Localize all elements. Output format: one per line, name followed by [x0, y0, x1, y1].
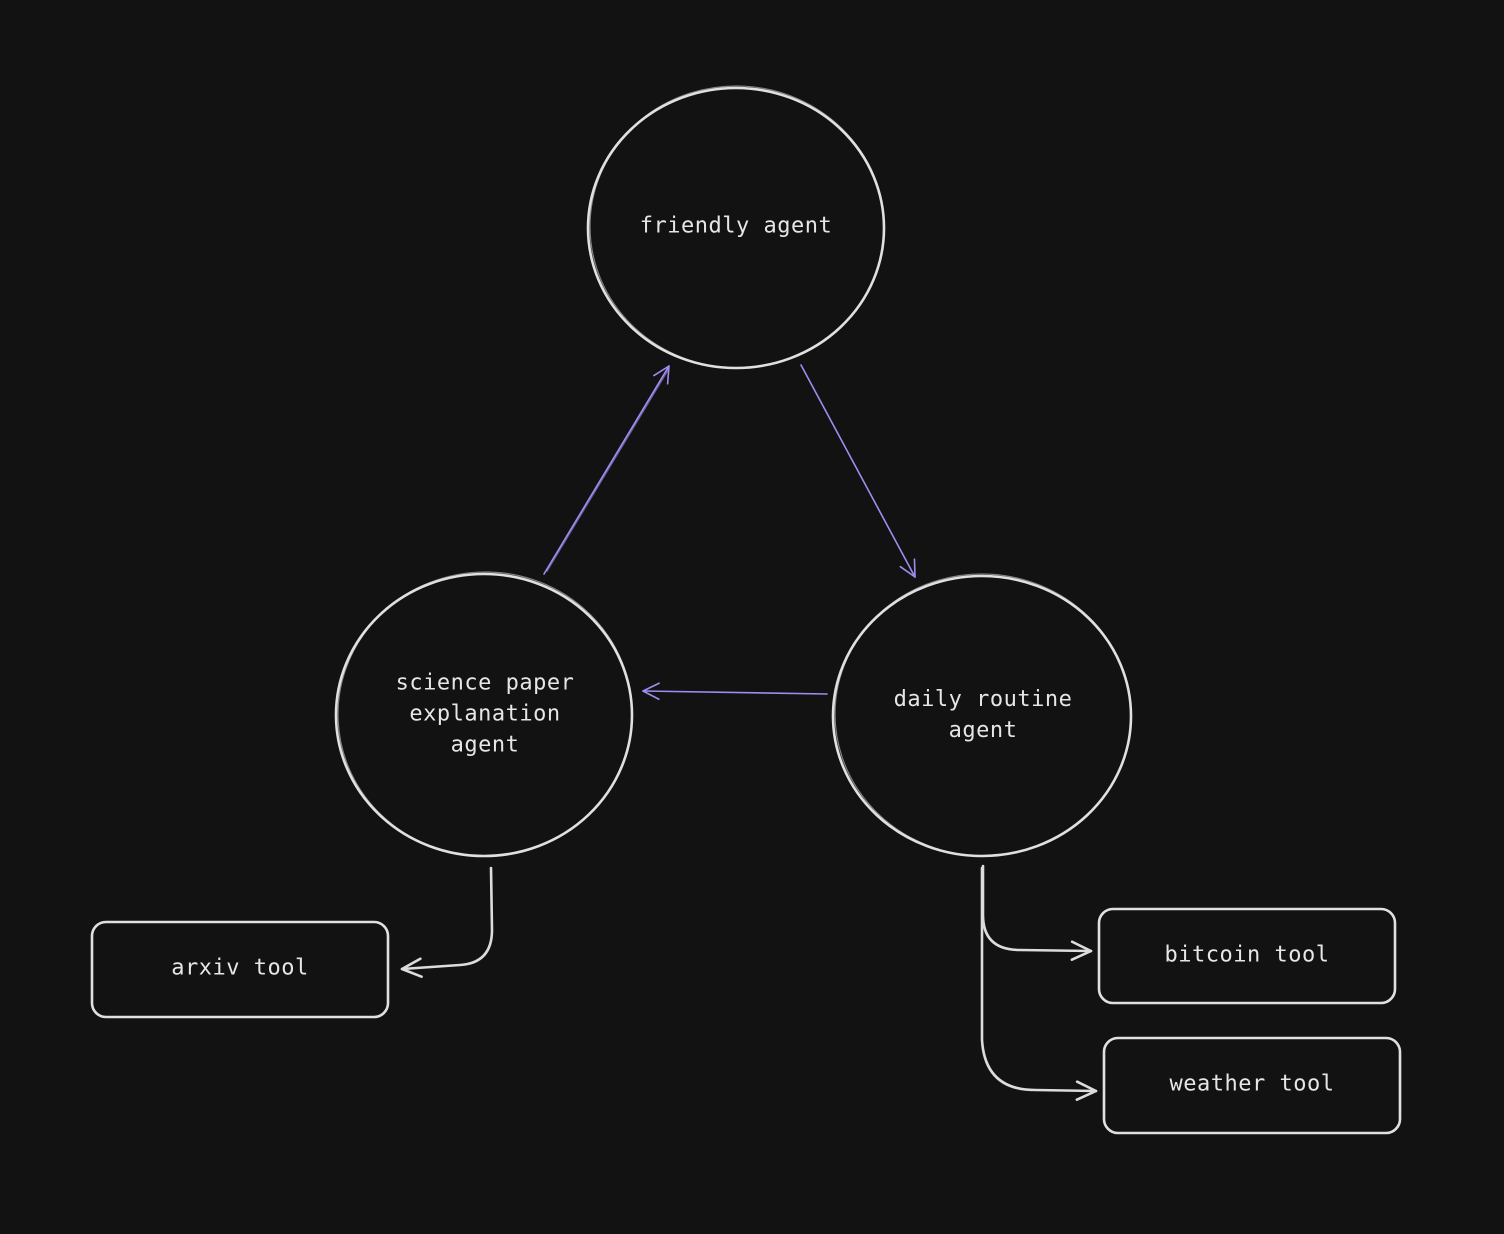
weather-tool-box [1102, 1036, 1402, 1135]
friendly-agent-label: friendly agent [640, 211, 832, 242]
node-arxiv-tool[interactable] [90, 920, 390, 1019]
bitcoin-tool-label-line-1: bitcoin tool [1164, 942, 1330, 968]
arxiv-tool-box [90, 920, 390, 1019]
edge-daily-to-weather [980, 866, 1098, 1101]
science-agent-label-line-1: science paper [395, 670, 575, 696]
node-daily-agent[interactable] [826, 564, 1141, 866]
friendly-agent-label-line-1: friendly agent [639, 213, 833, 239]
edge-science-to-friendly-sketch [546, 369, 669, 572]
edge-science-to-friendly [543, 365, 670, 575]
weather-tool-label-line-1: weather tool [1169, 1071, 1335, 1097]
arxiv-tool-label: arxiv tool [171, 953, 308, 984]
science-agent-label: science paper explanation agent [396, 668, 575, 761]
daily-agent-label: daily routine agent [894, 684, 1073, 746]
bitcoin-tool-label: bitcoin tool [1165, 940, 1330, 971]
bitcoin-tool-box [1097, 907, 1397, 1005]
daily-agent-label-line-1: daily routine [893, 687, 1073, 712]
edge-friendly-to-daily [800, 364, 916, 578]
science-agent-sketch-stroke [337, 571, 633, 857]
science-agent-label-line-2: explanation [409, 701, 561, 727]
edge-science-to-arxiv [400, 866, 494, 978]
daily-agent-label-line-2: agent [948, 718, 1018, 743]
arxiv-tool-label-line-1: arxiv tool [171, 955, 309, 981]
science-agent-label-line-3: agent [450, 732, 520, 758]
node-weather-tool[interactable] [1102, 1036, 1402, 1135]
node-science-agent[interactable] [331, 565, 639, 864]
node-friendly-agent[interactable] [583, 78, 891, 375]
edge-daily-to-bitcoin [981, 864, 1093, 962]
node-bitcoin-tool[interactable] [1097, 907, 1397, 1005]
edge-daily-to-science [642, 682, 828, 701]
friendly-agent-sketch-stroke [589, 85, 885, 369]
daily-agent-sketch-stroke [834, 573, 1132, 857]
weather-tool-label: weather tool [1170, 1069, 1335, 1100]
